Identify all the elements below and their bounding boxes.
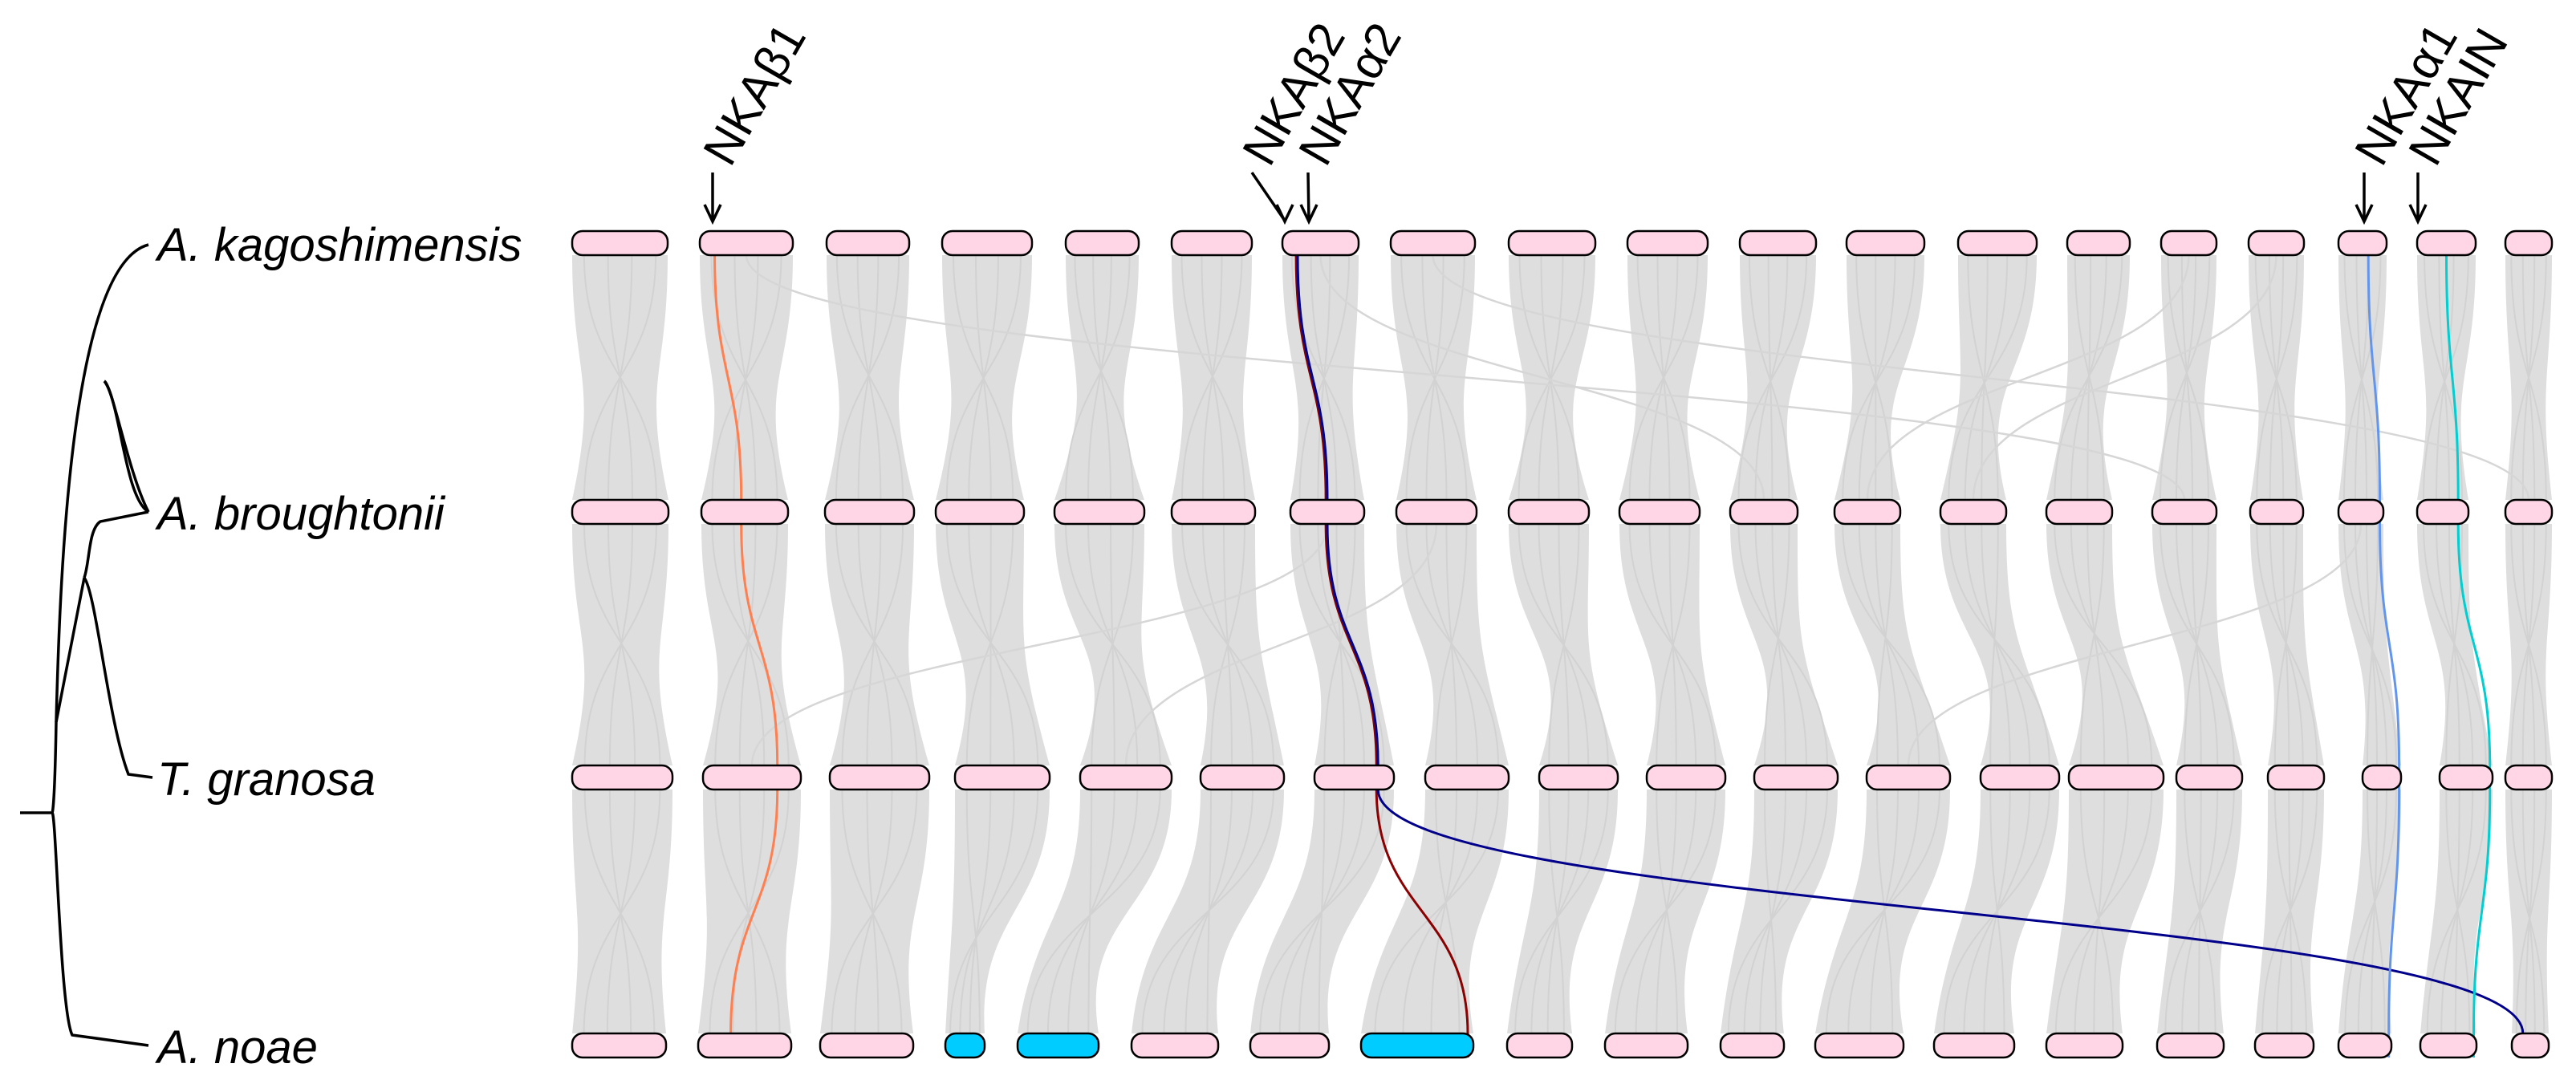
chromosome [1396, 500, 1477, 524]
chromosome [1509, 231, 1595, 255]
chromosome [1507, 1033, 1572, 1057]
chromosome [1647, 765, 1725, 790]
chromosome [2505, 765, 2552, 790]
chromosome [2069, 765, 2164, 790]
species-label-kag: A. kagoshimensis [155, 219, 522, 271]
chromosome [1314, 765, 1394, 790]
species-label-bro: A. broughtonii [155, 488, 446, 540]
chromosome [700, 231, 793, 255]
chromosome [703, 765, 801, 790]
chromosome [1539, 765, 1618, 790]
chromosome [2363, 765, 2401, 790]
chromosome [2046, 1033, 2123, 1057]
chromosome [2505, 500, 2552, 524]
tree-branch [52, 813, 148, 1045]
tree-branch [84, 578, 152, 777]
chromosome [1391, 231, 1475, 255]
chromosome [945, 1033, 985, 1057]
chromosome [1361, 1033, 1473, 1057]
chromosome [1054, 500, 1144, 524]
chromosome [2440, 765, 2493, 790]
chromosome [2338, 231, 2387, 255]
chromosome [1250, 1033, 1329, 1057]
chromosome [698, 1033, 791, 1057]
synteny-ribbon [1721, 790, 1838, 1033]
synteny-stray-link [1126, 524, 1436, 765]
chromosome [827, 231, 909, 255]
chromosome [2420, 1033, 2476, 1057]
gene-arrow [1308, 173, 1309, 221]
chromosome [820, 1033, 913, 1057]
chromosome [955, 765, 1050, 790]
synteny-ribbon [2046, 524, 2164, 765]
synteny-ribbon [2338, 790, 2401, 1033]
tree-branch [84, 512, 148, 578]
chromosome [1730, 500, 1798, 524]
chromosome [2268, 765, 2324, 790]
chromosome [2152, 500, 2216, 524]
chromosome [2046, 500, 2112, 524]
chromosome [1282, 231, 1359, 255]
chromosome [1981, 765, 2059, 790]
synteny-ribbon [2046, 790, 2164, 1033]
chromosome [2417, 500, 2468, 524]
chromosome [2067, 231, 2130, 255]
chromosome [942, 231, 1032, 255]
chromosome [2338, 1033, 2391, 1057]
chromosome [1815, 1033, 1904, 1057]
chromosome [1066, 231, 1139, 255]
chromosome [1290, 500, 1364, 524]
chromosome [572, 1033, 666, 1057]
chromosome [1847, 231, 1924, 255]
chromosome [1627, 231, 1708, 255]
chromosome [1754, 765, 1838, 790]
chromosome [1934, 1033, 2014, 1057]
chromosome [2161, 231, 2216, 255]
chromosome [1619, 500, 1700, 524]
chromosome [2249, 231, 2304, 255]
chromosome [1172, 231, 1252, 255]
chromosome [825, 500, 914, 524]
chromosome [936, 500, 1024, 524]
synteny-ribbons [572, 255, 2552, 1033]
species-labels: A. kagoshimensis A. broughtonii T. granosa… [155, 219, 522, 1074]
chromosome [1425, 765, 1509, 790]
chromosome [1721, 1033, 1784, 1057]
phylogenetic-tree [20, 245, 152, 1045]
chromosome [1940, 500, 2006, 524]
chromosome [2176, 765, 2242, 790]
chromosome [572, 231, 668, 255]
species-label-noa: A. noae [155, 1021, 318, 1074]
chromosome [1201, 765, 1284, 790]
chromosome [701, 500, 788, 524]
chromosome [1834, 500, 1900, 524]
chromosome [2255, 1033, 2314, 1057]
chromosome [1867, 765, 1950, 790]
chromosome [2505, 231, 2552, 255]
chromosome [1132, 1033, 1218, 1057]
chromosome [2512, 1033, 2549, 1057]
chromosome [1509, 500, 1589, 524]
chromosome [1018, 1033, 1099, 1057]
chromosome [572, 500, 668, 524]
chromosome [1172, 500, 1255, 524]
chromosome [572, 765, 672, 790]
chromosome [1740, 231, 1816, 255]
chromosome [2250, 500, 2303, 524]
chromosome [1958, 231, 2037, 255]
chromosome [2157, 1033, 2224, 1057]
chromosome [2417, 231, 2476, 255]
chromosome [830, 765, 929, 790]
chromosome [1605, 1033, 1688, 1057]
gene-label: NKAβ1 [693, 14, 816, 173]
tree-branch [104, 381, 148, 512]
synteny-ribbon [1730, 524, 1838, 765]
chromosome [2338, 500, 2383, 524]
chromosome [1080, 765, 1172, 790]
species-label-gra: T. granosa [157, 753, 376, 806]
